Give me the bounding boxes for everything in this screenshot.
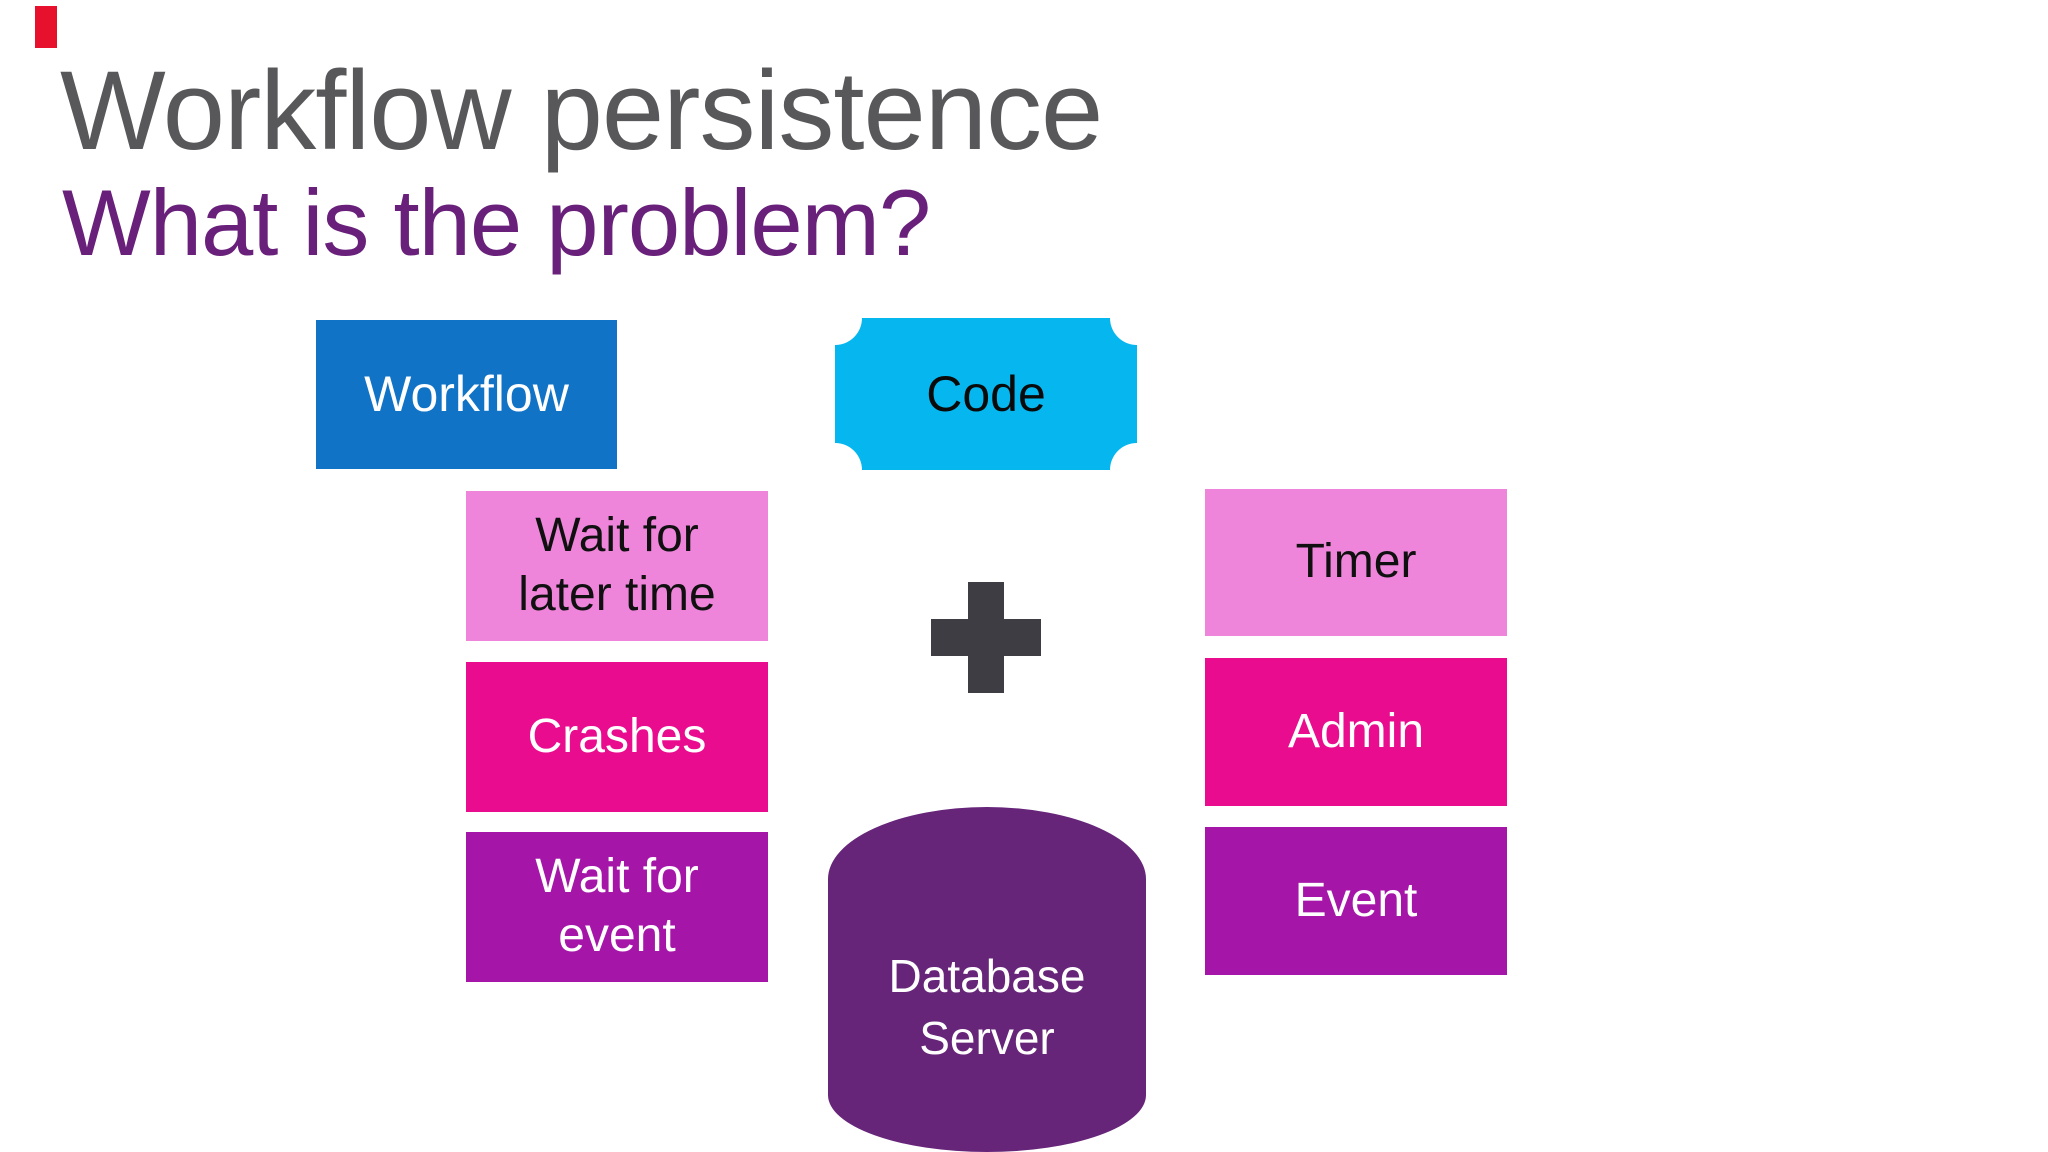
plaque-shape-icon	[835, 318, 1137, 470]
red-indicator	[35, 6, 57, 48]
cylinder-shape-icon	[828, 807, 1146, 1152]
trigger-label: Wait for event	[535, 850, 699, 962]
workflow-box-label: Workflow	[364, 366, 569, 422]
trigger-label: Event	[1294, 873, 1418, 927]
database-cylinder: Database Server	[828, 807, 1146, 1152]
trigger-box-crashes: Crashes	[466, 662, 768, 812]
code-shape: Code	[835, 318, 1137, 470]
trigger-label: Timer	[1295, 535, 1417, 589]
trigger-box-wait-for-event: Wait for event	[466, 832, 768, 982]
trigger-box-wait-for-later-time: Wait for later time	[466, 491, 768, 641]
page-title: Workflow persistence	[60, 48, 1103, 173]
trigger-box-event: Event	[1205, 827, 1507, 975]
trigger-box-timer: Timer	[1205, 489, 1507, 636]
page-subtitle: What is the problem?	[62, 170, 931, 275]
plus-icon	[931, 582, 1041, 693]
trigger-box-admin: Admin	[1205, 658, 1507, 806]
workflow-box: Workflow	[316, 320, 617, 469]
database-label: Database Server	[888, 949, 1086, 1064]
trigger-label: Wait for later time	[518, 509, 716, 621]
code-shape-label: Code	[926, 366, 1046, 422]
trigger-label: Crashes	[527, 709, 707, 763]
trigger-label: Admin	[1287, 704, 1425, 758]
